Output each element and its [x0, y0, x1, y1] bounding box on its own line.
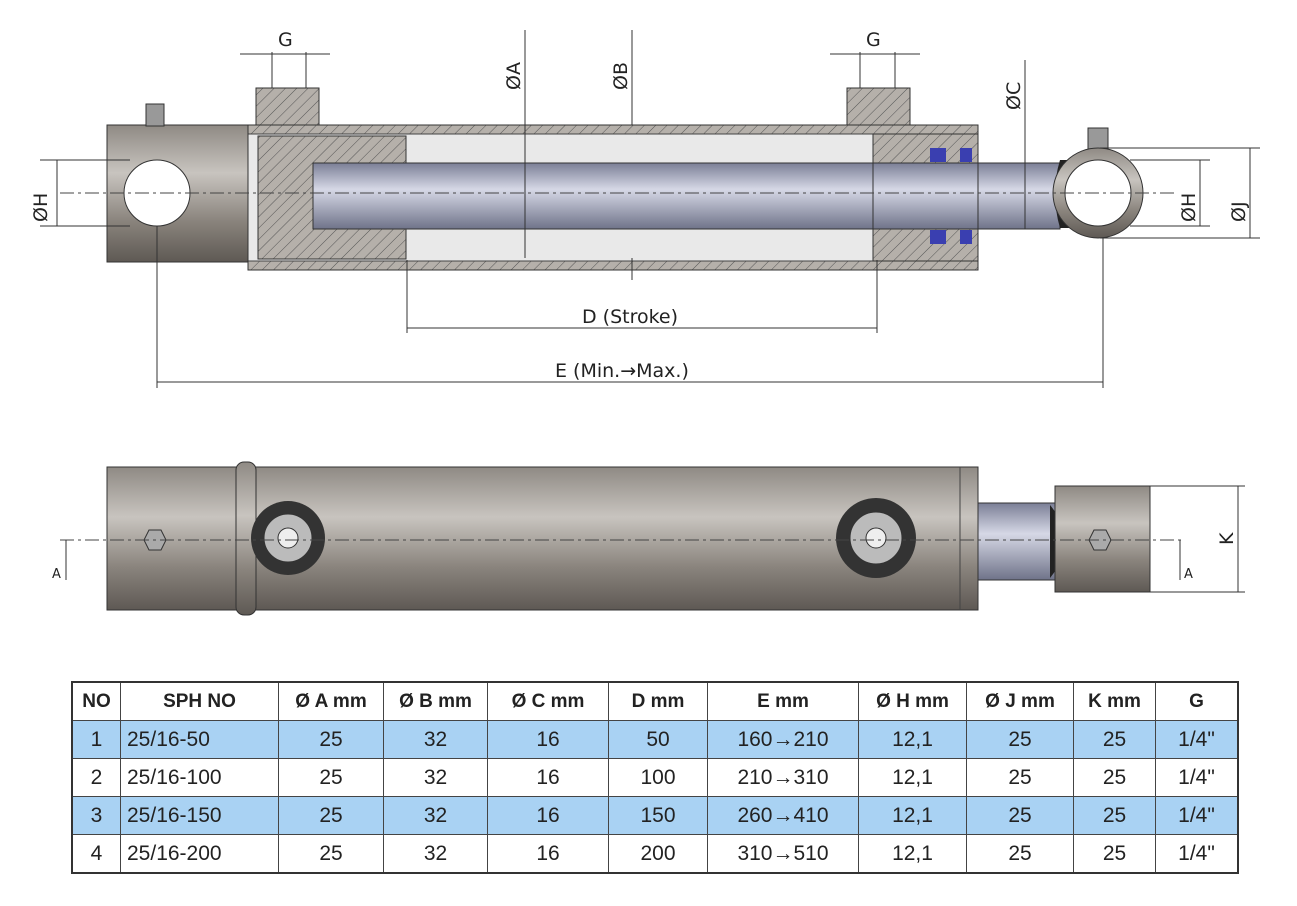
table-cell: 150 [608, 796, 708, 835]
dim-label-dia-j: ØJ [1228, 201, 1250, 222]
col-header: G [1155, 681, 1239, 721]
col-header: E mm [707, 681, 859, 721]
specifications-table: NO SPH NO Ø A mm Ø B mm Ø C mm D mm E mm… [71, 681, 1239, 874]
table-cell: 100 [608, 758, 708, 797]
table-cell: 25 [278, 834, 384, 874]
table-cell: 32 [383, 796, 488, 835]
table-cell: 1/4" [1155, 720, 1239, 759]
table-cell: 260→410 [707, 796, 859, 835]
table-cell: 25 [966, 758, 1074, 797]
exterior-view: A A K [52, 461, 1245, 616]
table-cell: 25/16-100 [120, 758, 279, 797]
table-cell: 12,1 [858, 834, 967, 874]
col-header: Ø H mm [858, 681, 967, 721]
dim-label-dia-b: ØB [610, 62, 632, 90]
col-header: K mm [1073, 681, 1156, 721]
table-cell: 2 [71, 758, 121, 797]
table-cell: 25 [278, 758, 384, 797]
table-cell: 12,1 [858, 796, 967, 835]
table-cell: 25/16-200 [120, 834, 279, 874]
table-cell: 25 [1073, 758, 1156, 797]
rod-exterior [977, 502, 1056, 581]
table-cell: 12,1 [858, 758, 967, 797]
dim-label-dia-a: ØA [503, 62, 525, 90]
table-cell: 25 [966, 720, 1074, 759]
dim-label-dia-h-left: ØH [30, 193, 52, 222]
table-cell: 25 [966, 834, 1074, 874]
table-cell: 25/16-50 [120, 720, 279, 759]
table-cell: 160→210 [707, 720, 859, 759]
dim-label-dia-h-right: ØH [1178, 193, 1200, 222]
table-cell: 32 [383, 758, 488, 797]
table-cell: 210→310 [707, 758, 859, 797]
section-view: G G ØA ØB ØC ØH ØH ØJ D (Stroke) E (Min.… [30, 29, 1260, 388]
table-cell: 200 [608, 834, 708, 874]
col-header: NO [71, 681, 121, 721]
cylinder-drawing: G G ØA ØB ØC ØH ØH ØJ D (Stroke) E (Min.… [30, 29, 1260, 616]
grease-nipple-icon [145, 103, 165, 127]
table-cell: 4 [71, 834, 121, 874]
table-cell: 16 [487, 796, 609, 835]
col-header: Ø A mm [278, 681, 384, 721]
dim-label-dia-c: ØC [1003, 82, 1025, 110]
table-cell: 1 [71, 720, 121, 759]
col-header: Ø C mm [487, 681, 609, 721]
col-header: D mm [608, 681, 708, 721]
table-cell: 25 [1073, 834, 1156, 874]
col-header: SPH NO [120, 681, 279, 721]
section-label-a-right: A [1184, 567, 1193, 582]
dim-label-length: E (Min.→Max.) [555, 360, 689, 382]
port-right [846, 87, 911, 126]
table-cell: 16 [487, 720, 609, 759]
section-label-a-left: A [52, 567, 61, 582]
col-header: Ø J mm [966, 681, 1074, 721]
table-cell: 25 [1073, 796, 1156, 835]
table-cell: 50 [608, 720, 708, 759]
table-cell: 16 [487, 758, 609, 797]
table-cell: 25 [966, 796, 1074, 835]
table-cell: 32 [383, 720, 488, 759]
table-cell: 32 [383, 834, 488, 874]
dim-label-k: K [1216, 532, 1238, 545]
table-cell: 1/4" [1155, 758, 1239, 797]
table-cell: 25 [1073, 720, 1156, 759]
table-cell: 1/4" [1155, 796, 1239, 835]
dim-label-stroke: D (Stroke) [582, 306, 678, 328]
table-cell: 310→510 [707, 834, 859, 874]
table-cell: 25 [278, 796, 384, 835]
table-header-row: NO SPH NO Ø A mm Ø B mm Ø C mm D mm E mm… [71, 681, 1239, 721]
col-header: Ø B mm [383, 681, 488, 721]
table-cell: 25 [278, 720, 384, 759]
dim-label-g-left: G [278, 29, 293, 51]
table-cell: 12,1 [858, 720, 967, 759]
port-left [255, 87, 320, 126]
table-cell: 25/16-150 [120, 796, 279, 835]
table-cell: 3 [71, 796, 121, 835]
table-cell: 1/4" [1155, 834, 1239, 874]
dim-label-g-right: G [866, 29, 881, 51]
seal-icon [930, 148, 946, 162]
table-cell: 16 [487, 834, 609, 874]
